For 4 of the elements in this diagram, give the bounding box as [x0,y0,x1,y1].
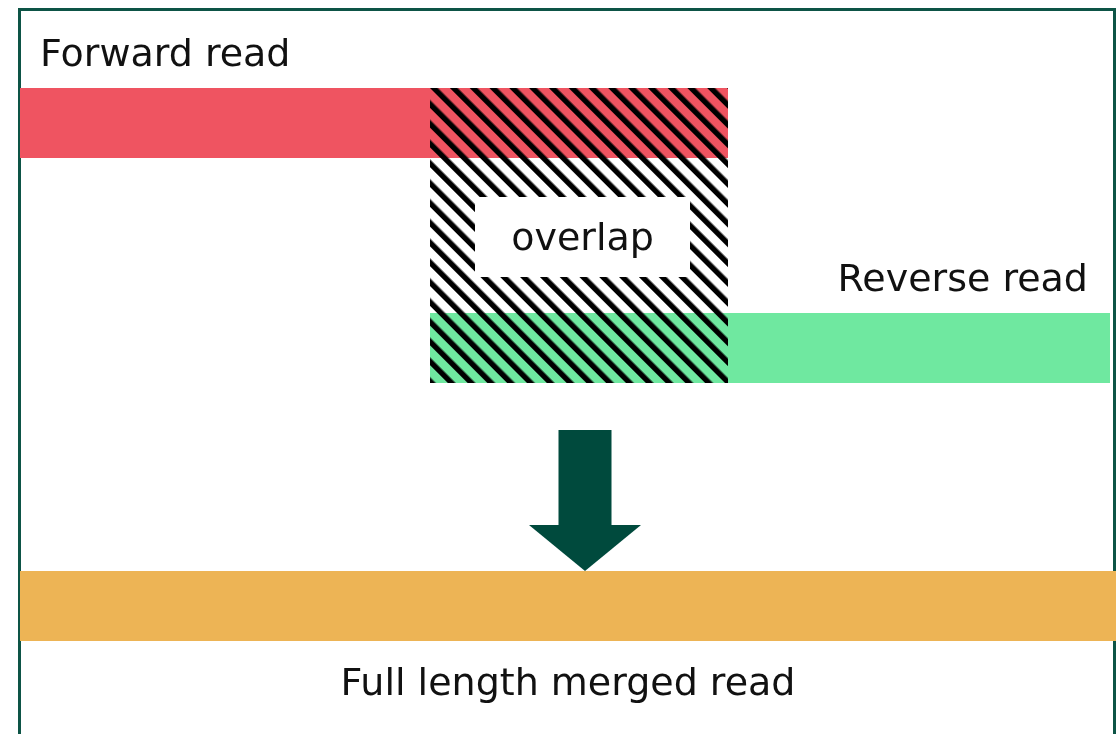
read-label: Reverse read [837,259,1088,297]
overlap-label: overlap [475,197,690,277]
read-label: Full length merged read [339,663,797,701]
read-label: Forward read [40,34,291,72]
